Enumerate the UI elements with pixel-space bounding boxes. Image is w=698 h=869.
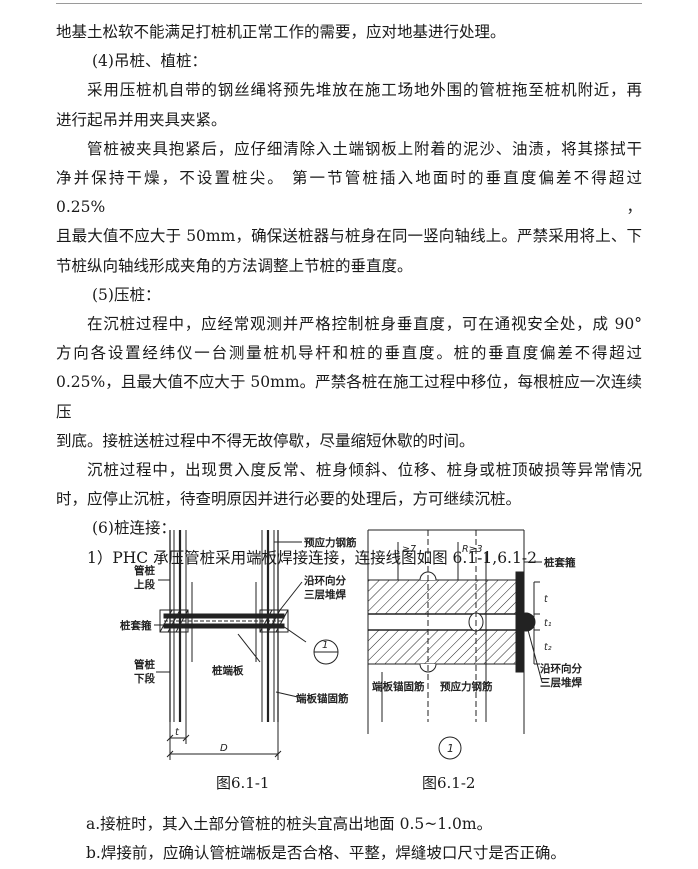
fig2-dim-r3: R≥3 <box>462 544 483 555</box>
paragraph-line: 在沉桩过程中，应经常观测并严格控制桩身垂直度，可在通视安全处，成 90° <box>87 315 642 334</box>
list-item-a: a.接桩时，其入土部分管桩的桩头宜高出地面 0.5~1.0m。 <box>86 815 493 833</box>
fig1-label-end-plate: 桩端板 <box>212 664 244 677</box>
paragraph-line: 节桩纵向轴线形成夹角的方法调整上节桩的垂直度。 <box>56 256 413 275</box>
paragraph-line: 时，应停止沉桩，待查明原因并进行必要的处理后，方可继续沉桩。 <box>56 490 522 509</box>
fig1-detail-mark: 1 <box>322 640 328 651</box>
fig2-label-hoop: 桩套箍 <box>544 556 576 569</box>
figure-6-1-2-diagram: 桩套箍 端板锚固筋 预应力钢筋 沿环向分 三层堆焊 ≥7 R≥3 t t₁ t₂… <box>367 529 582 760</box>
fig1-label-prestress-bar: 预应力钢筋 <box>304 536 357 549</box>
fig2-detail-mark: 1 <box>447 742 454 755</box>
list-item-b: b.焊接前，应确认管桩端板是否合格、平整，焊缝坡口尺寸是否正确。 <box>86 844 566 862</box>
section-heading-5: (5)压桩： <box>92 285 161 304</box>
fig1-label-weld-1: 沿环向分 <box>304 574 346 587</box>
fig1-label-lower-pile-2: 下段 <box>134 672 155 685</box>
fig1-label-weld-2: 三层堆焊 <box>304 588 346 601</box>
paragraph-line: 进行起吊并用夹具夹紧。 <box>56 110 227 129</box>
paragraph-line: 管桩被夹具抱紧后，应仔细清除入土端钢板上附着的泥沙、油渍，将其搽拭干 <box>87 139 642 158</box>
paragraph-line: 净并保持干燥，不设置桩尖。 第一节管桩插入地面时的垂直度偏差不得超过 0.25%… <box>56 169 642 217</box>
section-heading-4: (4)吊桩、植桩： <box>92 52 207 71</box>
section-heading-6: (6)桩连接： <box>92 519 176 538</box>
fig2-dim-gt7: ≥7 <box>402 544 416 555</box>
paragraph-line: 地基土松软不能满足打桩机正常工作的需要，应对地基进行处理。 <box>56 23 506 41</box>
figure-6-1-1-caption: 图6.1-1 <box>216 774 270 792</box>
fig2-dim-t2: t₂ <box>544 642 552 653</box>
figures-area: 管桩 上段 桩套箍 管桩 下段 预应力钢筋 沿环向分 三层堆焊 桩端板 端板锚固… <box>120 522 590 792</box>
fig1-label-upper-pile-1: 管桩 <box>134 564 155 577</box>
paragraph-line: 沉桩过程中，出现贯入度反常、桩身倾斜、位移、桩身或桩顶破损等异常情况 <box>87 461 642 480</box>
fig2-dim-t: t <box>544 594 549 605</box>
paragraph-line: 到底。接桩送桩过程中不得无故停歇，尽量缩短休歇的时间。 <box>56 431 475 450</box>
fig2-dim-t1: t₁ <box>544 618 552 629</box>
fig1-label-lower-pile-1: 管桩 <box>134 658 155 671</box>
fig1-label-upper-pile-2: 上段 <box>134 578 155 591</box>
fig1-dim-D: D <box>220 743 228 754</box>
fig1-label-anchor-bar: 端板锚固筋 <box>296 692 349 705</box>
fig1-dim-t: t <box>175 727 180 738</box>
paragraph-line: 方向各设置经纬仪一台测量桩机导杆和桩的垂直度。桩的垂直度偏差不得超过 <box>56 344 642 363</box>
fig2-label-weld-2: 三层堆焊 <box>540 676 582 689</box>
figure-6-1-1-diagram: 管桩 上段 桩套箍 管桩 下段 预应力钢筋 沿环向分 三层堆焊 桩端板 端板锚固… <box>120 530 357 760</box>
figure-6-1-2-caption: 图6.1-2 <box>422 774 476 792</box>
fig2-label-weld-1: 沿环向分 <box>540 662 582 675</box>
fig2-label-prestress-bar: 预应力钢筋 <box>440 680 493 693</box>
page-top-rule <box>56 3 642 4</box>
paragraph-line: 0.25%，且最大值不应大于 50mm。严禁各桩在施工过程中移位，每根桩应一次连… <box>56 373 642 421</box>
list-items: a.接桩时，其入土部分管桩的桩头宜高出地面 0.5~1.0m。 b.焊接前，应确… <box>86 810 646 868</box>
paragraph-line: 1）PHC 承压管桩采用端板焊接连接，连接线图如图 6.1-1,6.1-2 <box>87 548 537 567</box>
fig1-label-hoop: 桩套箍 <box>120 619 152 632</box>
document-body: 地基土松软不能满足打桩机正常工作的需要，应对地基进行处理。 (4)吊桩、植桩： … <box>56 18 642 573</box>
paragraph-line: 采用压桩机自带的钢丝绳将预先堆放在施工场地外围的管桩拖至桩机附近，再 <box>87 81 642 100</box>
fig2-label-anchor-bar: 端板锚固筋 <box>372 680 425 693</box>
paragraph-line: 且最大值不应大于 50mm，确保送桩器与桩身在同一竖向轴线上。严禁采用将上、下 <box>56 227 642 246</box>
